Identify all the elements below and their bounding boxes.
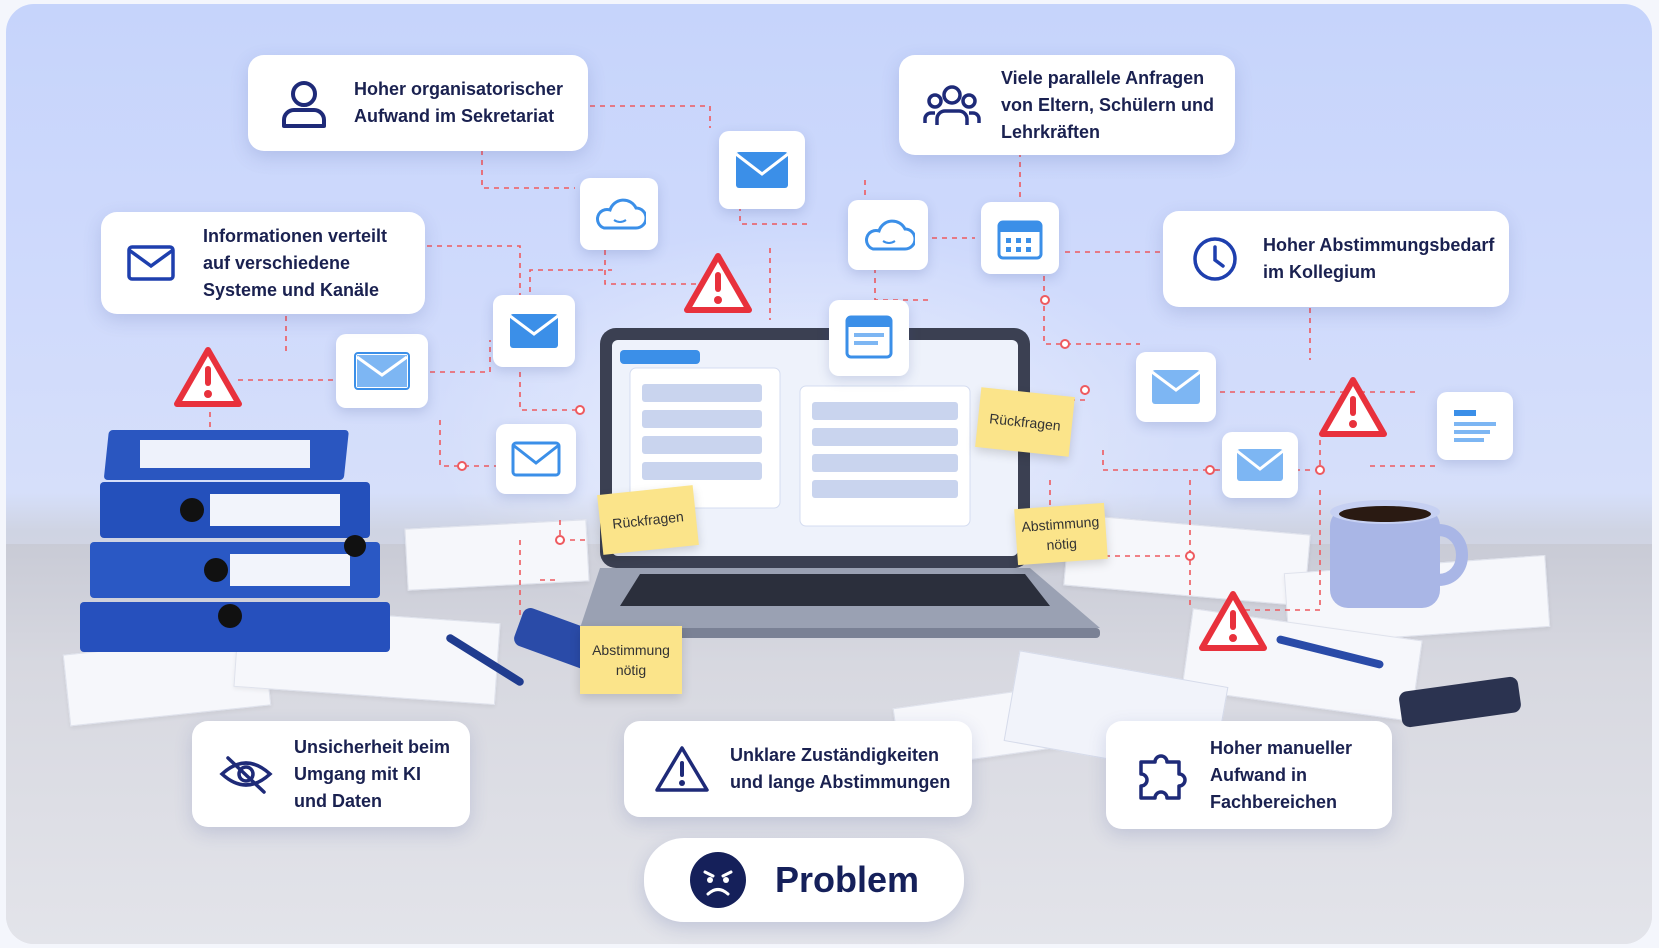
mail-tile — [719, 131, 805, 209]
calendar-tile — [829, 300, 909, 376]
mail-icon — [1151, 370, 1201, 404]
mail-tile — [496, 424, 576, 494]
mail-icon — [509, 314, 559, 348]
sticky-note: Rückfragen — [597, 485, 699, 555]
mail-tile — [1222, 432, 1298, 498]
sticky-note: Abstimmung nötig — [580, 626, 682, 694]
mail-icon — [127, 245, 175, 281]
card-text: Unklare Zuständigkeiten und lange Abstim… — [730, 745, 951, 792]
document-icon — [1454, 410, 1496, 442]
card-manual: Hoher manueller Aufwand in Fachbereichen — [1106, 721, 1392, 829]
mail-tile — [336, 334, 428, 408]
mail-icon — [1236, 449, 1284, 481]
warning-icon — [1199, 591, 1267, 651]
problem-badge: Problem — [644, 838, 964, 922]
cloud-icon — [865, 219, 915, 251]
warning-icon — [174, 347, 242, 407]
sticky-note: Abstimmung nötig — [1014, 502, 1108, 566]
calendar-icon — [845, 315, 893, 359]
warning-icon — [1319, 377, 1387, 437]
card-text: Viele parallele Anfragen von Eltern, Sch… — [1001, 67, 1215, 142]
group-icon — [923, 85, 981, 125]
card-secretariat: Hoher organisatorischer Aufwand im Sekre… — [248, 55, 588, 151]
card-text: Hoher organisatorischer Aufwand im Sekre… — [354, 79, 564, 126]
cloud-tile — [848, 200, 928, 270]
card-text: Unsicherheit beim Umgang mit KI und Date… — [294, 736, 451, 811]
person-icon — [282, 81, 326, 128]
card-ai: Unsicherheit beim Umgang mit KI und Date… — [192, 721, 470, 827]
calendar-icon — [997, 220, 1043, 260]
cloud-icon — [596, 198, 646, 230]
document-tile — [1437, 392, 1513, 460]
coffee-mug — [1330, 500, 1468, 608]
problem-label: Problem — [774, 859, 920, 900]
cloud-tile — [580, 178, 658, 250]
mail-icon — [735, 152, 789, 188]
calendar-tile — [981, 202, 1059, 274]
mail-tile — [1136, 352, 1216, 422]
card-responsibilities: Unklare Zuständigkeiten und lange Abstim… — [624, 721, 972, 817]
clock-icon — [1193, 237, 1237, 281]
mail-icon — [354, 352, 410, 390]
laptop — [580, 328, 1100, 638]
puzzle-icon — [1139, 754, 1187, 800]
card-info: Informationen verteilt auf verschiedene … — [101, 212, 425, 314]
warning-icon — [684, 253, 752, 313]
card-text: Informationen verteilt auf verschiedene … — [203, 225, 388, 300]
card-text: Hoher manueller Aufwand in Fachbereichen — [1210, 737, 1353, 812]
binder-stack — [80, 430, 390, 652]
sticky-note: Rückfragen — [975, 387, 1075, 457]
card-coordination: Hoher Abstimmungsbedarf im Kollegium — [1163, 211, 1509, 307]
eye-slash-icon — [219, 756, 273, 794]
mail-icon — [511, 441, 561, 477]
warning-icon — [655, 746, 709, 792]
sad-face-icon — [689, 852, 746, 908]
mail-tile — [493, 295, 575, 367]
card-requests: Viele parallele Anfragen von Eltern, Sch… — [899, 55, 1235, 155]
card-text: Hoher Abstimmungsbedarf im Kollegium — [1263, 235, 1495, 282]
